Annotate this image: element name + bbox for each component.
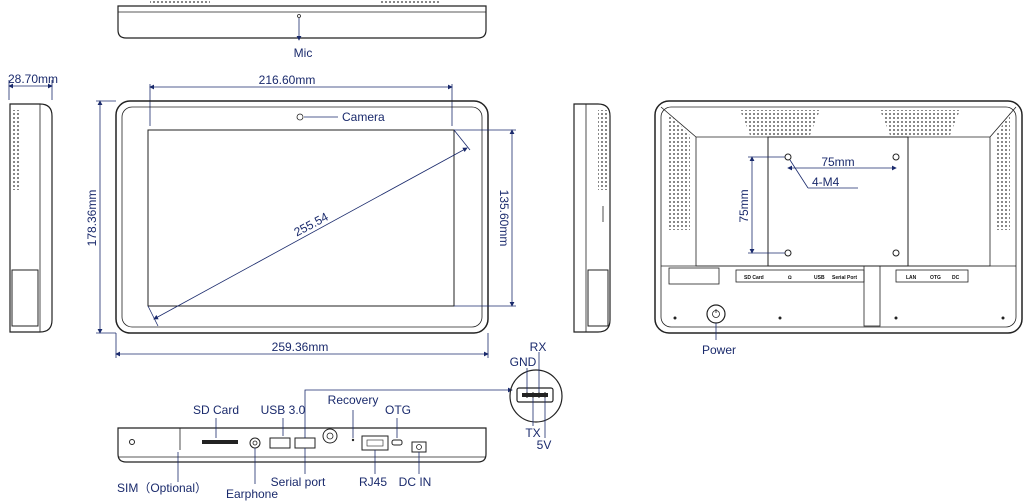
back-port-otg: OTG — [930, 275, 941, 281]
rj45-label: RJ45 — [359, 475, 387, 489]
back-port-ear: Ω — [788, 275, 792, 281]
camera-label: Camera — [342, 110, 385, 124]
back-port-serial: Serial Port — [832, 275, 857, 281]
height-left-label: 178.36mm — [85, 190, 99, 247]
earphone-label: Earphone — [226, 487, 278, 501]
diagonal-label: 255.54 — [292, 210, 331, 240]
dc-in-label: DC IN — [399, 475, 432, 489]
left-side-view: 28.70mm — [8, 72, 58, 333]
sim-label: SIM（Optional） — [117, 481, 207, 495]
back-port-sd: SD Card — [744, 275, 764, 281]
back-port-usb: USB — [814, 275, 825, 281]
serial-port-detail: GND RX TX 5V — [509, 340, 563, 452]
screw-label: 4-M4 — [812, 175, 840, 189]
5v-label: 5V — [537, 438, 552, 452]
rx-label: RX — [530, 340, 547, 354]
width-top-label: 216.60mm — [259, 73, 316, 87]
recovery-label: Recovery — [328, 393, 379, 407]
vesa-h-label: 75mm — [821, 155, 854, 169]
bottom-view: SD Card USB 3.0 Recovery OTG SIM（Optiona… — [117, 387, 513, 501]
width-bottom-label: 259.36mm — [272, 340, 329, 354]
back-port-lan: LAN — [906, 275, 917, 281]
otg-label: OTG — [385, 403, 411, 417]
front-view: 216.60mm Camera 255.54 178.36mm 135.60mm… — [85, 73, 516, 358]
top-view: Mic — [117, 0, 487, 60]
gnd-label: GND — [510, 355, 537, 369]
back-port-dc: DC — [952, 275, 960, 281]
back-view: 75mm 75mm 4-M4 SD Card Ω USB Serial Port… — [654, 100, 1023, 357]
usb3-label: USB 3.0 — [261, 403, 306, 417]
right-side-view — [573, 103, 611, 333]
mic-label: Mic — [294, 46, 313, 60]
power-label: Power — [702, 343, 736, 357]
sd-card-label: SD Card — [193, 403, 239, 417]
serial-port-label: Serial port — [271, 475, 326, 489]
vesa-v-label: 75mm — [737, 189, 751, 222]
depth-label: 28.70mm — [8, 72, 58, 86]
tx-label: TX — [525, 426, 540, 440]
height-right-label: 135.60mm — [497, 190, 511, 247]
